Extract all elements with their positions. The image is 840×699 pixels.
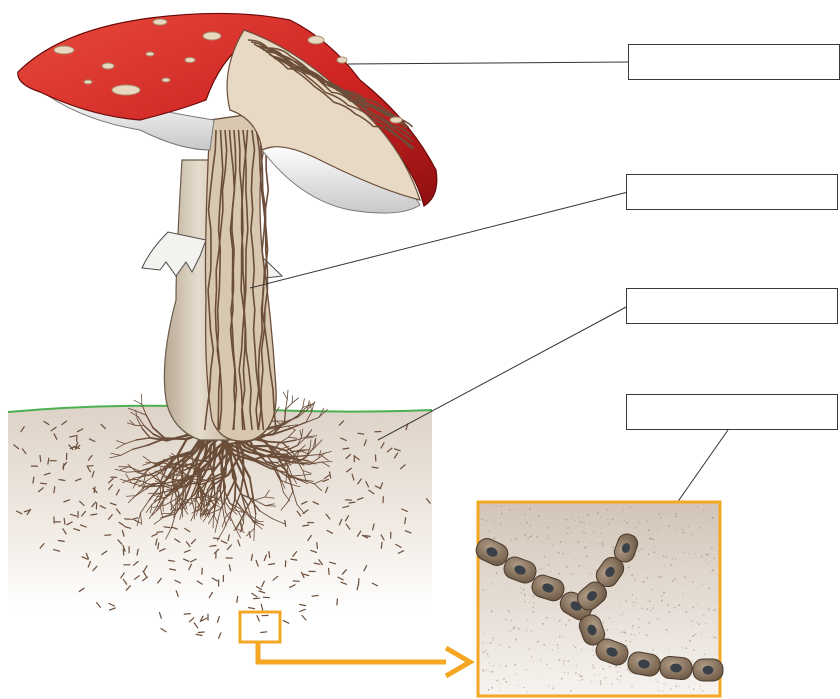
mycelium-fragment bbox=[194, 623, 198, 628]
mycelium-fragment bbox=[160, 613, 162, 619]
hypha-cell bbox=[659, 656, 693, 681]
mycelium-fragment bbox=[381, 542, 382, 548]
zoom-indicator bbox=[240, 612, 470, 676]
mycelium-strand bbox=[303, 399, 305, 408]
leader-line-mycelium bbox=[378, 306, 628, 440]
mycelium-strand bbox=[292, 398, 298, 403]
mycelium-fragment bbox=[218, 617, 220, 623]
mycelium-fragment bbox=[337, 599, 338, 605]
stalk bbox=[142, 110, 282, 441]
mycelium-strand bbox=[250, 446, 270, 447]
mycelium-fragment bbox=[157, 532, 163, 533]
zoom-source-box bbox=[240, 612, 280, 642]
mycelium-fragment bbox=[189, 618, 193, 622]
mycelium-fragment bbox=[87, 466, 93, 467]
leader-line-stalk bbox=[250, 192, 628, 288]
mycelium-strand bbox=[155, 463, 166, 464]
label-box-mycelium[interactable] bbox=[626, 288, 838, 324]
mycelium-fragment bbox=[40, 456, 41, 462]
mycelium-fragment bbox=[283, 621, 289, 624]
label-box-hyphae[interactable] bbox=[626, 394, 838, 430]
mycelium-fragment bbox=[198, 632, 204, 633]
mycelium-fragment bbox=[302, 616, 306, 621]
mycelium-fragment bbox=[63, 464, 64, 470]
nucleus bbox=[703, 666, 714, 675]
hypha-cell bbox=[693, 659, 723, 681]
mycelium-fragment bbox=[312, 596, 318, 597]
zoom-arrow bbox=[258, 642, 446, 662]
mycelium-fragment bbox=[184, 614, 190, 615]
mycelium-fragment bbox=[213, 538, 219, 539]
mycelium-fragment bbox=[317, 543, 318, 549]
mycelium-strand bbox=[224, 473, 225, 490]
mycelium-fragment bbox=[254, 598, 260, 599]
mycelium-fragment bbox=[261, 632, 267, 633]
mycelium-fragment bbox=[329, 568, 330, 574]
mycelium-strand bbox=[134, 400, 142, 404]
mycelium-fragment bbox=[41, 483, 47, 484]
leader-line-cap bbox=[348, 62, 628, 64]
hyphae-inset bbox=[473, 502, 723, 696]
mycelium-fragment bbox=[219, 633, 221, 639]
mycelium-fragment bbox=[263, 597, 269, 598]
label-box-stalk[interactable] bbox=[626, 174, 838, 210]
label-box-cap[interactable] bbox=[628, 44, 840, 80]
mycelium-fragment bbox=[164, 527, 170, 528]
mycelium-strand bbox=[292, 396, 293, 403]
mycelium-fragment bbox=[196, 634, 202, 635]
mycelium-strand bbox=[305, 438, 313, 439]
mycelium-strand bbox=[194, 509, 195, 519]
mycelium-fragment bbox=[210, 546, 216, 547]
mycelium-fragment bbox=[161, 629, 166, 632]
mycelium-strand bbox=[287, 390, 288, 399]
mycelium-fragment bbox=[64, 518, 65, 524]
mycelium-strand bbox=[283, 392, 287, 399]
mycelium-fragment bbox=[257, 616, 259, 622]
